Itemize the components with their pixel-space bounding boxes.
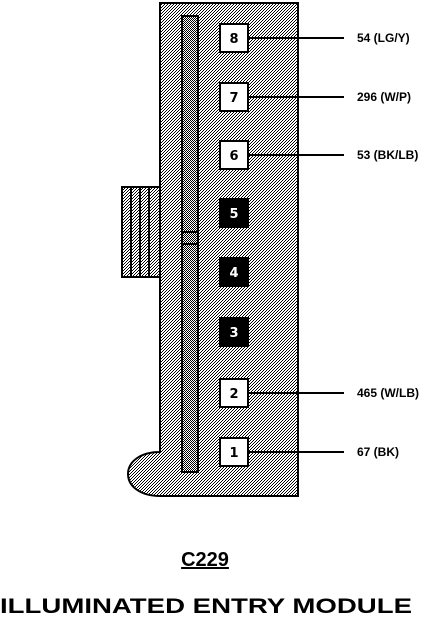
wire-label-pin-8: 54 (LG/Y)	[357, 31, 410, 45]
pin-cavity	[219, 198, 249, 228]
pin-number: 4	[229, 266, 238, 281]
pin-cavities: 8 7 6 5 4 3 2 1	[219, 23, 249, 467]
pin-number: 8	[229, 32, 238, 47]
pin-8: 8	[219, 23, 249, 53]
wire-label-pin-6: 53 (BK/LB)	[357, 148, 418, 162]
wire-label-pin-2: 465 (W/LB)	[357, 386, 419, 400]
pin-5: 5	[219, 198, 249, 228]
pin-number: 2	[229, 387, 238, 402]
pin-6: 6	[219, 140, 249, 170]
pin-4: 4	[219, 257, 249, 287]
connector-name: ILLUMINATED ENTRY MODULE	[0, 595, 412, 618]
pin-3: 3	[219, 317, 249, 347]
pin-cavity	[219, 437, 249, 467]
pin-number: 1	[229, 446, 238, 461]
pin-7: 7	[219, 82, 249, 112]
pin-2: 2	[219, 378, 249, 408]
pin-number: 7	[229, 91, 238, 106]
pin-cavity	[219, 317, 249, 347]
pin-cavity	[219, 378, 249, 408]
pin-cavity	[219, 23, 249, 53]
connector-latch	[121, 186, 161, 278]
connector-body	[126, 2, 299, 497]
pin-cavity	[219, 257, 249, 287]
wire-callouts: 54 (LG/Y) 296 (W/P) 53 (BK/LB) 465 (W/LB) 67…	[248, 31, 419, 459]
pin-number: 6	[229, 149, 238, 164]
wire-label-pin-1: 67 (BK)	[357, 445, 399, 459]
wire-label-pin-7: 296 (W/P)	[357, 90, 411, 104]
pin-cavity	[219, 140, 249, 170]
locking-rail	[181, 15, 199, 473]
pin-1: 1	[219, 437, 249, 467]
connector-id: C229	[181, 549, 229, 571]
pin-number: 5	[229, 207, 238, 222]
pin-number: 3	[229, 326, 238, 341]
